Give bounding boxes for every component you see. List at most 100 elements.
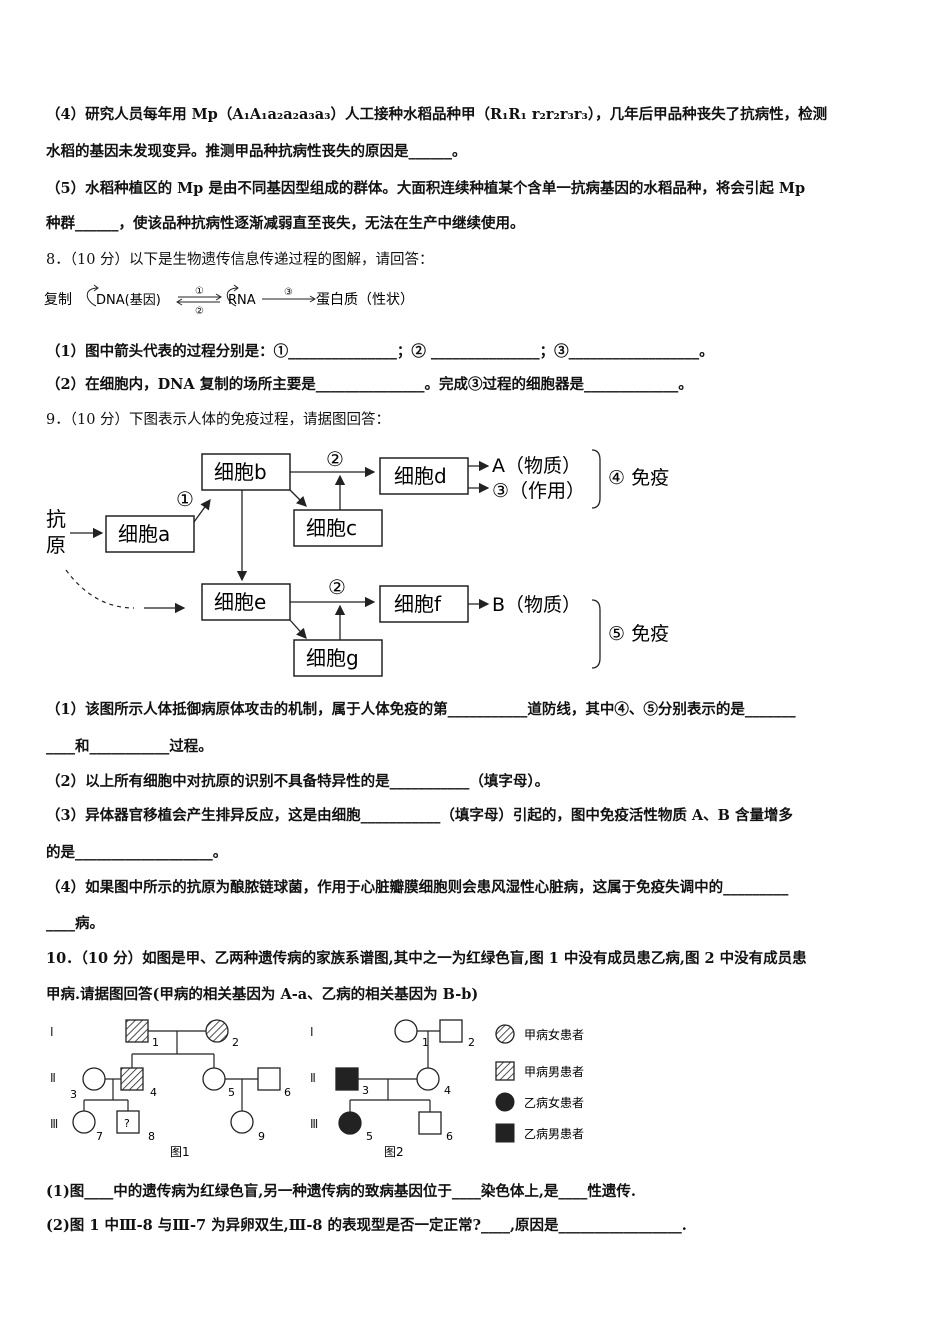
q9-part2: （2）以上所有细胞中对抗原的识别不具备特异性的是___________（填字母）… — [46, 773, 550, 790]
fig2-gen-3: Ⅲ — [310, 1117, 318, 1131]
cell-e-top-box — [293, 509, 383, 547]
q9-part1-line2: ____和___________过程。 — [46, 738, 213, 755]
cell-f-box — [379, 585, 469, 623]
svg-text:7: 7 — [96, 1130, 103, 1143]
svg-text:1: 1 — [152, 1036, 159, 1049]
immunity-4: ④ 免疫 — [608, 467, 669, 489]
fig1-ii3-female — [82, 1067, 106, 1091]
svg-text:9: 9 — [258, 1130, 265, 1143]
svg-text:5: 5 — [228, 1086, 235, 1099]
fig1-iii8-unknown — [116, 1110, 140, 1134]
pedigree-diagram: Ⅰ Ⅱ Ⅲ 1 2 3 4 5 6 ? 7 8 9 图1 Ⅰ Ⅱ Ⅲ 1 2 3… — [50, 1019, 584, 1159]
legend-b-male: 乙病男患者 — [524, 1126, 584, 1141]
svg-text:2: 2 — [232, 1036, 239, 1049]
q9-part3-line2: 的是___________________。 — [46, 844, 228, 861]
cell-g-label: 细胞g — [306, 646, 359, 670]
protein-label: 蛋白质（性状） — [316, 292, 414, 308]
q10-part1: (1)图____中的遗传病为红绿色盲,另一种遗传病的致病基因位于____染色体上… — [46, 1183, 636, 1200]
dna-label: DNA(基因) — [96, 293, 161, 308]
legend-b-female: 乙病女患者 — [524, 1095, 584, 1110]
q10-part2: (2)图 1 中Ⅲ-8 与Ⅲ-7 为异卵双生,Ⅲ-8 的表现型是否一定正常?__… — [46, 1217, 687, 1234]
fig2-iii5-affected-female — [338, 1111, 362, 1135]
legend-a-female-symbol — [495, 1024, 515, 1044]
fig1-gen-1: Ⅰ — [50, 1025, 54, 1039]
fig2-ii3-affected-male — [335, 1067, 359, 1091]
process-2-bottom: ② — [328, 575, 346, 599]
fig1-iii9-female — [230, 1110, 254, 1134]
q8-part1: （1）图中箭头代表的过程分别是：①_______________；② _____… — [46, 343, 714, 360]
q9-part3-line1: （3）异体器官移植会产生排异反应，这是由细胞___________（填字母）引起… — [46, 807, 793, 824]
fig1-gen-3: Ⅲ — [50, 1117, 58, 1131]
svg-text:1: 1 — [422, 1036, 429, 1049]
fig2-i1-female — [394, 1019, 418, 1043]
q10-stem-line1: 10．（10 分）如图是甲、乙两种遗传病的家族系谱图,其中之一为红绿色盲,图 1… — [46, 950, 807, 967]
svg-text:8: 8 — [148, 1130, 155, 1143]
fig2-iii6-male — [418, 1111, 442, 1135]
fig2-i2-male — [439, 1019, 463, 1043]
fig2-ii4-female — [416, 1067, 440, 1091]
legend-a-male: 甲病男患者 — [524, 1064, 584, 1079]
q9-part1-line1: （1）该图所示人体抵御病原体攻击的机制，属于人体免疫的第___________道… — [46, 701, 796, 718]
fig2-caption: 图2 — [384, 1145, 404, 1159]
fig1-ii4-affected-male — [120, 1067, 144, 1091]
cell-a-label: 细胞a — [118, 522, 170, 546]
fig1-i1-affected-male — [125, 1019, 149, 1043]
svg-text:6: 6 — [446, 1130, 453, 1143]
fig1-i2-affected-female — [205, 1019, 229, 1043]
process-1: ① — [176, 487, 194, 511]
q9-stem: 9．（10 分）下图表示人体的免疫过程，请据图回答： — [46, 412, 391, 428]
fig1-caption: 图1 — [170, 1145, 190, 1159]
fig1-iii7-female — [72, 1110, 96, 1134]
cell-c-box — [201, 583, 291, 621]
q7-part5-line1: （5）水稻种植区的 Mp 是由不同基因型组成的群体。大面积连续种植某个含单一抗病… — [46, 180, 806, 197]
immunity-5: ⑤ 免疫 — [608, 623, 669, 645]
svg-text:2: 2 — [468, 1036, 475, 1049]
immune-process-diagram: 抗 原 细胞a ① 细胞b ② 细胞c 细胞d A（物质） ③（作用） ④ 免疫… — [46, 447, 669, 677]
cell-b-box — [201, 453, 291, 491]
fig1-gen-2: Ⅱ — [50, 1071, 56, 1085]
fig2-gen-2: Ⅱ — [310, 1071, 316, 1085]
cell-b-label: 细胞b — [214, 460, 267, 484]
legend-b-female-symbol — [495, 1092, 515, 1112]
q9-part4-line1: （4）如果图中所示的抗原为酿脓链球菌，作用于心脏瓣膜细胞则会患风湿性心脏病，这属… — [46, 879, 789, 896]
central-dogma-diagram: 复制 DNA(基因) ① ② RNA ③ 蛋白质（性状） — [44, 284, 414, 317]
circle-1: ① — [195, 286, 204, 297]
q7-part4-line2: 水稻的基因未发现变异。推测甲品种抗病性丧失的原因是______。 — [46, 143, 467, 160]
q9-part4-line2: ____病。 — [46, 915, 104, 932]
fig1-ii6-male — [257, 1067, 281, 1091]
antigen-label-1: 抗 — [46, 507, 66, 531]
svg-text:5: 5 — [366, 1130, 373, 1143]
substance-b: B（物质） — [492, 594, 581, 616]
legend-a-male-symbol — [495, 1061, 515, 1081]
cell-g-box — [293, 639, 383, 677]
fig1-ii5-female — [202, 1067, 226, 1091]
svg-text:3: 3 — [362, 1084, 369, 1097]
cell-a-box — [105, 515, 195, 553]
q8-stem: 8．（10 分）以下是生物遗传信息传递过程的图解，请回答： — [46, 252, 434, 268]
cell-d-label: 细胞d — [394, 464, 447, 488]
cell-d-box — [379, 457, 469, 495]
antigen-label-2: 原 — [46, 533, 66, 557]
circle-2: ② — [195, 306, 204, 317]
replicate-label: 复制 — [44, 291, 72, 308]
action-3: ③（作用） — [492, 480, 585, 502]
legend-b-male-symbol — [495, 1123, 515, 1143]
q10-stem-line2: 甲病.请据图回答(甲病的相关基因为 A-a、乙病的相关基因为 B-b) — [46, 986, 479, 1003]
unknown-mark: ? — [124, 1117, 130, 1130]
svg-text:4: 4 — [444, 1084, 451, 1097]
q7-part4-line1: （4）研究人员每年用 Mp（A₁A₁a₂a₂a₃a₃）人工接种水稻品种甲（R₁R… — [46, 106, 828, 123]
cell-f-label: 细胞f — [394, 592, 442, 616]
legend-a-female: 甲病女患者 — [524, 1027, 584, 1042]
q7-part5-line2: 种群______，使该品种抗病性逐渐减弱直至丧失，无法在生产中继续使用。 — [46, 215, 525, 232]
cell-c-label: 细胞e — [214, 590, 266, 614]
svg-text:6: 6 — [284, 1086, 291, 1099]
substance-a: A（物质） — [492, 455, 581, 477]
process-2-top: ② — [326, 447, 344, 471]
circle-3: ③ — [284, 287, 293, 298]
svg-text:3: 3 — [70, 1088, 77, 1101]
fig2-gen-1: Ⅰ — [310, 1025, 314, 1039]
cell-e-top-label: 细胞c — [306, 516, 357, 540]
q8-part2: （2）在细胞内，DNA 复制的场所主要是_______________。完成③过… — [46, 376, 693, 393]
rna-label: RNA — [228, 293, 256, 308]
svg-text:4: 4 — [150, 1086, 157, 1099]
